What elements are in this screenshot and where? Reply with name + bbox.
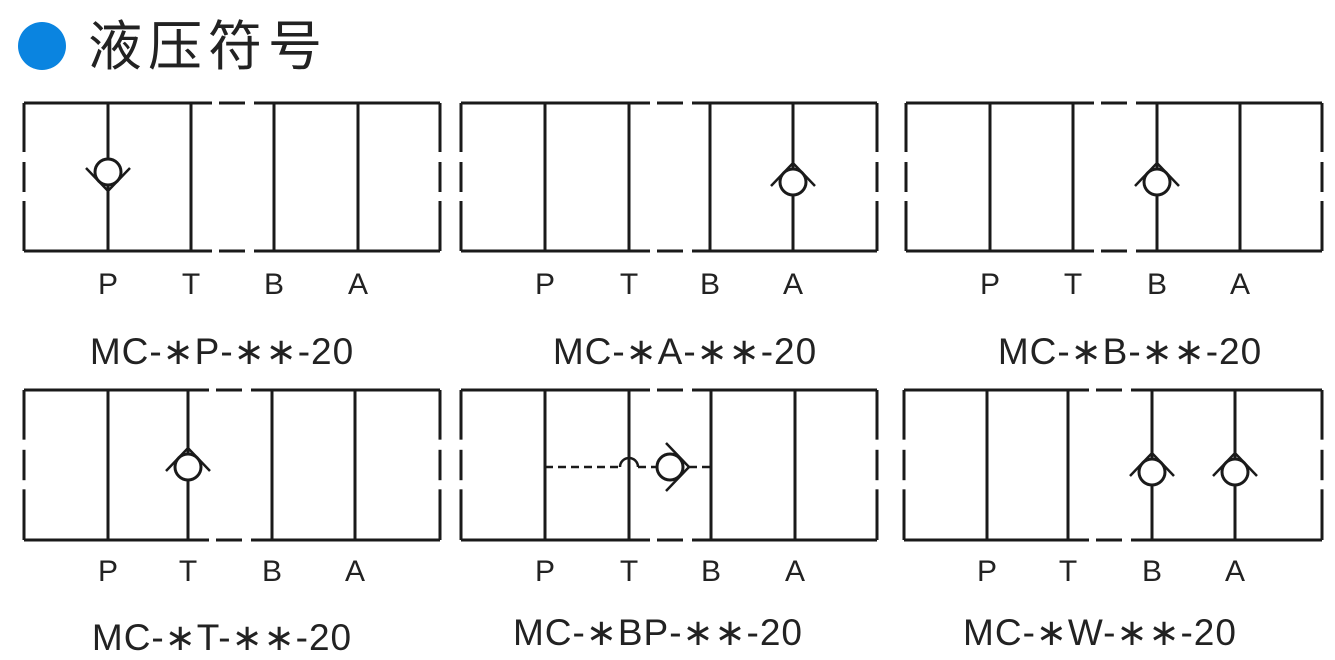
port-label: A bbox=[782, 268, 804, 301]
port-label: B bbox=[699, 268, 721, 301]
port-label: P bbox=[97, 555, 119, 588]
check-valve-seat-icon bbox=[1212, 451, 1258, 477]
port-label: B bbox=[261, 555, 283, 588]
port-label: T bbox=[619, 555, 639, 588]
bullet-dot bbox=[18, 22, 66, 70]
check-valve-seat-icon bbox=[165, 446, 211, 472]
page-title: 液压符号 bbox=[88, 15, 328, 78]
port-label: P bbox=[979, 268, 1001, 301]
port-label: A bbox=[344, 555, 366, 588]
check-valve-seat-icon bbox=[770, 161, 816, 187]
check-valve-seat-icon bbox=[1129, 451, 1175, 477]
check-valve-seat-icon bbox=[1134, 161, 1180, 187]
port-label: T bbox=[619, 268, 639, 301]
port-label: T bbox=[1063, 268, 1083, 301]
check-valve-seat-icon bbox=[85, 167, 131, 193]
check-valve-seat-icon bbox=[665, 442, 691, 492]
port-label: B bbox=[1146, 268, 1168, 301]
check-valve-ball-icon bbox=[1220, 457, 1250, 487]
port-label: P bbox=[976, 555, 998, 588]
check-valve-ball-icon bbox=[655, 452, 685, 482]
port-label: T bbox=[178, 555, 198, 588]
port-label: B bbox=[263, 268, 285, 301]
check-valve-ball-icon bbox=[1137, 457, 1167, 487]
panel-title: MC-∗BP-∗∗-20 bbox=[512, 612, 804, 653]
panel-title: MC-∗B-∗∗-20 bbox=[997, 331, 1263, 372]
port-label: A bbox=[784, 555, 806, 588]
check-valve-ball-icon bbox=[93, 157, 123, 187]
port-label: B bbox=[700, 555, 722, 588]
port-label: T bbox=[181, 268, 201, 301]
port-label: A bbox=[1229, 268, 1251, 301]
panel-title: MC-∗P-∗∗-20 bbox=[89, 331, 355, 372]
port-label: B bbox=[1141, 555, 1163, 588]
port-label: A bbox=[347, 268, 369, 301]
panel-title: MC-∗A-∗∗-20 bbox=[552, 331, 818, 372]
port-label: P bbox=[534, 268, 556, 301]
check-valve-ball-icon bbox=[778, 167, 808, 197]
panel-title: MC-∗T-∗∗-20 bbox=[91, 617, 353, 658]
line-crossover bbox=[618, 456, 640, 468]
panel-title: MC-∗W-∗∗-20 bbox=[963, 612, 1237, 653]
check-valve-ball-icon bbox=[173, 452, 203, 482]
port-label: A bbox=[1224, 555, 1246, 588]
port-label: T bbox=[1058, 555, 1078, 588]
check-valve-ball-icon bbox=[1142, 167, 1172, 197]
port-label: P bbox=[534, 555, 556, 588]
port-label: P bbox=[97, 268, 119, 301]
